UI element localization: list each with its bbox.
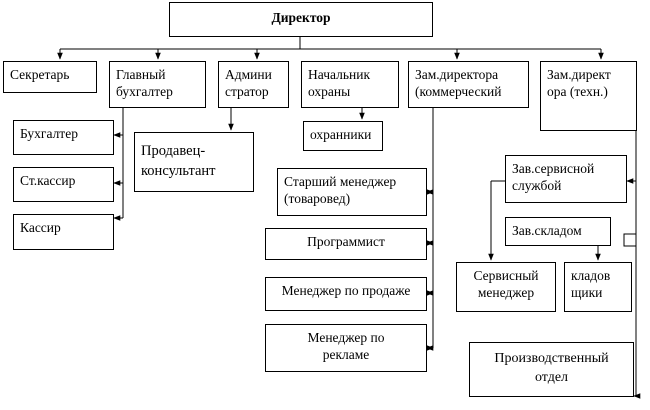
senior-manager-box: Старший менеджер (товаровед) [277,168,427,216]
sales-manager-box: Менеджер по продаже [265,277,427,311]
deputy-technical-box: Зам.директ ора (техн.) [540,61,637,131]
head-warehouse-box: Зав.складом [505,217,611,246]
storekeepers-box: кладов щики [564,262,632,312]
head-of-security-box: Начальник охраны [301,61,399,108]
administrator-box: Админи стратор [218,61,289,108]
director-box: Директор [169,2,433,37]
production-department-box: Производственный отдел [469,342,634,397]
service-manager-box: Сервисный менеджер [456,262,556,312]
secretary-box: Секретарь [3,61,97,93]
programmer-box: Программист [265,228,427,260]
senior-cashier-box: Ст.кассир [13,167,114,202]
security-guards-box: охранники [303,121,383,151]
head-service-box: Зав.сервисной службой [505,155,627,203]
cashier-box: Кассир [13,214,114,250]
chief-accountant-box: Главный бухгалтер [109,61,206,108]
accountant-box: Бухгалтер [13,120,114,155]
deputy-commercial-box: Зам.директора (коммерческий [408,61,529,108]
sales-consultant-box: Продавец- консультант [134,132,254,192]
advertising-manager-box: Менеджер по рекламе [265,324,427,372]
